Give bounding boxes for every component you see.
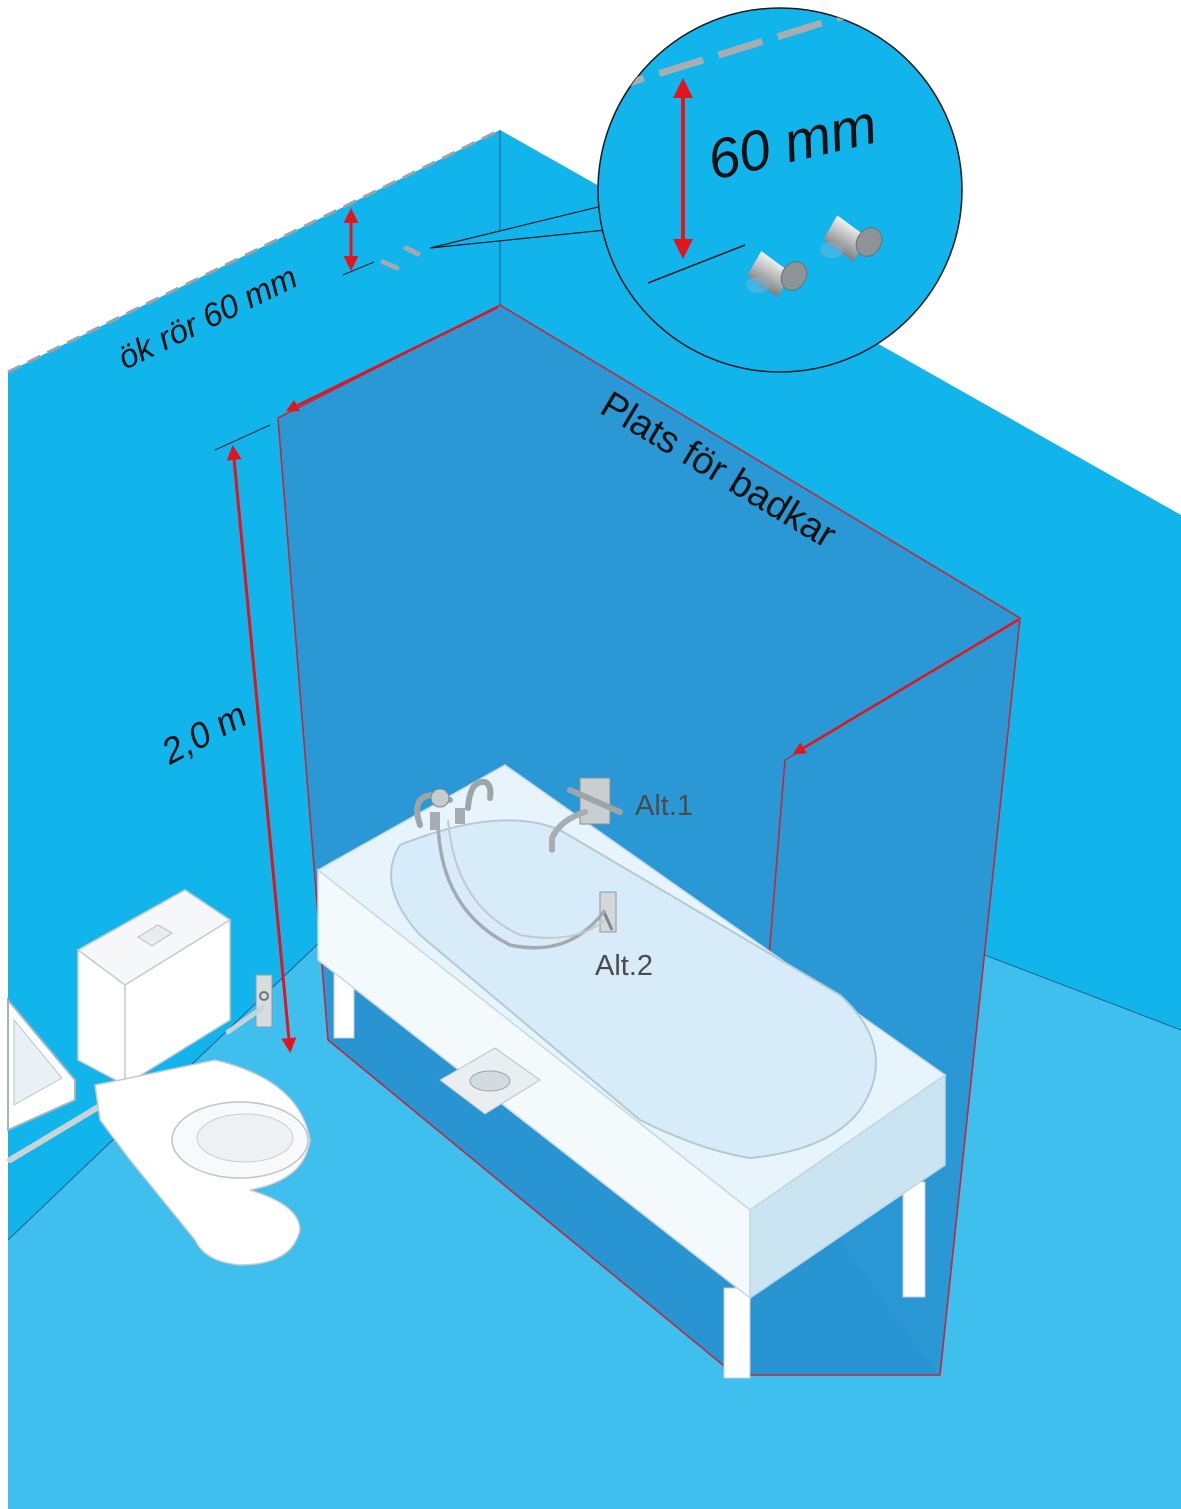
sink-icon xyxy=(7,997,113,1163)
pipe-icon xyxy=(342,245,421,276)
alt1-label: Alt.1 xyxy=(635,790,693,822)
floor-drain-icon xyxy=(439,1047,541,1115)
alt2-label: Alt.2 xyxy=(595,950,653,982)
ceiling-dashed-line xyxy=(7,128,501,374)
zoom-pipes xyxy=(746,215,883,298)
toilet-icon xyxy=(76,889,311,1266)
zoom-pipe-baseline xyxy=(647,244,746,284)
dimension-lines xyxy=(214,208,1019,1053)
bathtub-zone-outline xyxy=(277,304,1021,1376)
zoom-callout xyxy=(429,7,963,373)
shower-hose-icon xyxy=(436,821,607,950)
zoom-circle xyxy=(597,7,963,373)
